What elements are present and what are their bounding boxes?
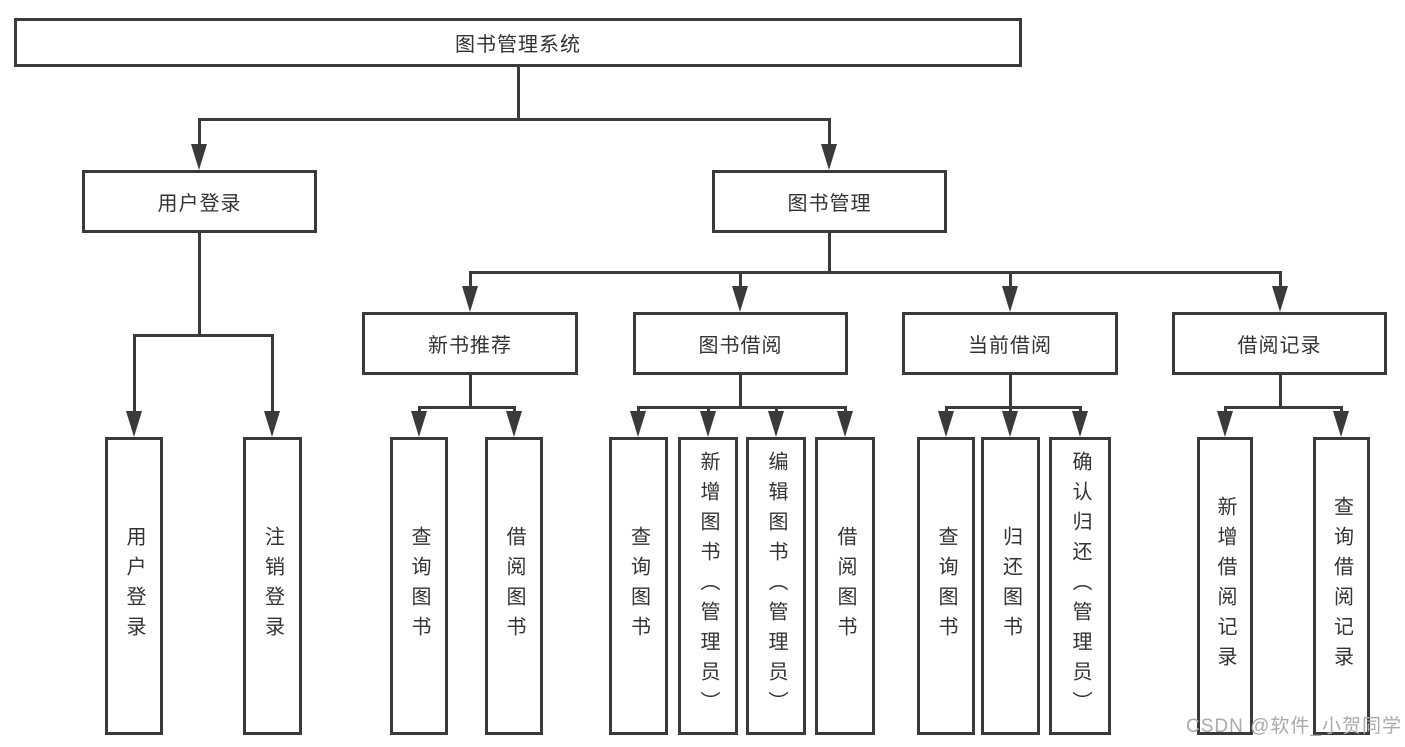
connector-line [1008, 407, 1012, 413]
connector-line [738, 375, 742, 409]
leaf-query-books-current-label: 查询图书 [935, 526, 957, 646]
leaf-user-login-label: 用户登录 [123, 526, 145, 646]
leaf-query-books-borrowing-label: 查询图书 [627, 526, 650, 646]
arrow-down-icon [1217, 411, 1233, 437]
connector-line [516, 67, 520, 121]
node-book-management: 图书管理 [712, 170, 947, 233]
arrow-down-icon [1002, 286, 1018, 312]
arrow-down-icon [700, 411, 716, 437]
leaf-confirm-return-admin: 确认归还（管理员） [1049, 437, 1111, 735]
node-new-book-recommend: 新书推荐 [362, 312, 578, 375]
leaf-return-books-label: 归还图书 [999, 526, 1022, 646]
connector-line [636, 407, 640, 413]
node-library-system-label: 图书管理系统 [455, 34, 581, 56]
arrow-down-icon [506, 411, 522, 437]
leaf-logout: 注销登录 [243, 437, 302, 735]
leaf-query-books-recommend-label: 查询图书 [408, 526, 430, 646]
leaf-query-borrow-record: 查询借阅记录 [1313, 437, 1370, 735]
connector-line [1339, 407, 1343, 413]
leaf-logout-label: 注销登录 [261, 526, 284, 646]
arrow-down-icon [264, 411, 280, 437]
node-book-management-label: 图书管理 [787, 193, 872, 215]
node-library-system: 图书管理系统 [14, 18, 1022, 67]
connector-line [132, 333, 274, 337]
arrow-down-icon [411, 411, 427, 437]
node-borrowing-records: 借阅记录 [1172, 312, 1387, 375]
connector-line [843, 407, 847, 413]
leaf-edit-books-admin-label: 编辑图书（管理员） [765, 451, 787, 721]
connector-line [1008, 375, 1012, 409]
connector-line [944, 405, 1082, 409]
node-book-borrowing-label: 图书借阅 [698, 335, 783, 357]
arrow-down-icon [837, 411, 853, 437]
node-user-login: 用户登录 [82, 170, 317, 233]
watermark: CSDN @软件_小贺同学 [1186, 716, 1402, 737]
connector-line [827, 233, 831, 274]
connector-line [1223, 405, 1343, 409]
leaf-borrow-books-recommend: 借阅图书 [485, 437, 543, 735]
leaf-add-borrow-record: 新增借阅记录 [1197, 437, 1253, 735]
connector-line [197, 119, 201, 146]
arrow-down-icon [1002, 411, 1018, 437]
node-current-borrowing-label: 当前借阅 [968, 335, 1052, 357]
arrow-down-icon [821, 144, 837, 170]
leaf-add-books-admin: 新增图书（管理员） [678, 437, 738, 735]
arrow-down-icon [630, 411, 646, 437]
arrow-down-icon [1072, 411, 1088, 437]
connector-line [827, 119, 831, 146]
arrow-down-icon [732, 286, 748, 312]
connector-line [774, 407, 778, 413]
node-new-book-recommend-label: 新书推荐 [428, 335, 512, 357]
leaf-user-login: 用户登录 [105, 437, 163, 735]
connector-line [197, 117, 831, 121]
connector-line [706, 407, 710, 413]
leaf-borrow-books-recommend-label: 借阅图书 [503, 526, 525, 646]
arrow-down-icon [1333, 411, 1349, 437]
leaf-confirm-return-admin-label: 确认归还（管理员） [1069, 451, 1091, 721]
leaf-query-books-borrowing: 查询图书 [609, 437, 668, 735]
connector-line [468, 375, 472, 409]
connector-line [1278, 272, 1282, 288]
arrow-down-icon [768, 411, 784, 437]
connector-line [1278, 375, 1282, 409]
connector-line [468, 272, 472, 288]
connector-line [636, 405, 847, 409]
connector-line [417, 405, 516, 409]
connector-line [944, 407, 948, 413]
connector-line [512, 407, 516, 413]
connector-line [1008, 272, 1012, 288]
connector-line [1223, 407, 1227, 413]
leaf-add-books-admin-label: 新增图书（管理员） [697, 451, 719, 721]
leaf-return-books: 归还图书 [981, 437, 1040, 735]
arrow-down-icon [191, 144, 207, 170]
connector-line [270, 335, 274, 413]
node-book-borrowing: 图书借阅 [633, 312, 848, 375]
connector-line [468, 270, 1282, 274]
node-borrowing-records-label: 借阅记录 [1237, 335, 1322, 357]
connector-line [1078, 407, 1082, 413]
arrow-down-icon [938, 411, 954, 437]
connector-line [132, 335, 136, 413]
leaf-borrow-books-borrowing: 借阅图书 [815, 437, 875, 735]
leaf-borrow-books-borrowing-label: 借阅图书 [834, 526, 856, 646]
leaf-edit-books-admin: 编辑图书（管理员） [746, 437, 806, 735]
node-user-login-label: 用户登录 [157, 193, 242, 215]
leaf-query-books-recommend: 查询图书 [390, 437, 448, 735]
connector-line [197, 233, 201, 337]
arrow-down-icon [1272, 286, 1288, 312]
connector-line [417, 407, 421, 413]
connector-line [738, 272, 742, 288]
leaf-add-borrow-record-label: 新增借阅记录 [1214, 496, 1236, 676]
arrow-down-icon [462, 286, 478, 312]
arrow-down-icon [126, 411, 142, 437]
leaf-query-borrow-record-label: 查询借阅记录 [1330, 496, 1353, 676]
node-current-borrowing: 当前借阅 [902, 312, 1118, 375]
leaf-query-books-current: 查询图书 [917, 437, 975, 735]
